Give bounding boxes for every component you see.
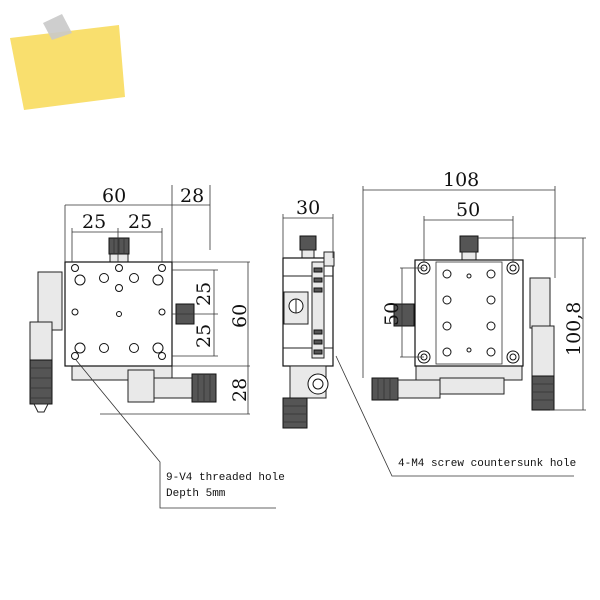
- note-countersunk: 4-M4 screw countersunk hole: [398, 458, 576, 470]
- side-rail-marks: [313, 267, 323, 355]
- top-right-bracket: [529, 277, 551, 329]
- front-left-barrel: [29, 321, 53, 363]
- front-dim-half-right: 25: [128, 211, 152, 233]
- front-dim-half-left: 25: [82, 211, 106, 233]
- front-dim-height: 60: [229, 304, 251, 328]
- top-left-knob: [371, 377, 399, 401]
- front-view: 60 28 25 25 60 25 25 28: [29, 185, 251, 415]
- front-dim-lower: 25: [193, 324, 215, 348]
- side-top-knob: [299, 235, 317, 251]
- front-bottom-barrel: [153, 377, 197, 399]
- note-threaded-hole-line1: 9-V4 threaded hole: [166, 472, 285, 484]
- side-top-neck: [301, 249, 315, 259]
- front-dim-upper: 25: [193, 282, 215, 306]
- front-left-bracket: [37, 271, 63, 331]
- front-dim-bottom: 28: [229, 378, 251, 402]
- top-left-barrel: [397, 379, 441, 399]
- top-view: 108 50 50 100,8: [362, 169, 586, 411]
- top-countersunk-holes: [417, 261, 520, 364]
- top-top-knob: [459, 235, 479, 253]
- top-dim-hole-spacing-y: 50: [381, 302, 403, 326]
- front-dimensions: [64, 185, 250, 415]
- sticky-note: [10, 14, 125, 110]
- sticky-note-paper: [10, 25, 125, 110]
- side-right-tab: [323, 251, 335, 267]
- top-side-knob: [393, 303, 415, 327]
- top-dimensions: [362, 186, 586, 411]
- top-dim-hole-spacing-x: 50: [456, 199, 480, 221]
- top-bottom-block: [439, 377, 505, 395]
- top-right-knob: [531, 375, 555, 411]
- note-threaded-hole-line2: Depth 5mm: [166, 488, 226, 500]
- front-dim-width: 60: [102, 185, 126, 207]
- sticky-note-tape: [43, 14, 72, 40]
- callout-countersunk: 4-M4 screw countersunk hole: [335, 355, 576, 477]
- front-dim-offset: 28: [180, 185, 204, 207]
- front-threaded-holes: [71, 264, 166, 360]
- side-dim-width: 30: [296, 197, 320, 219]
- front-left-knob: [29, 359, 53, 405]
- front-lower-block: [127, 369, 155, 403]
- callout-threaded-hole: 9-V4 threaded hole Depth 5mm: [75, 359, 285, 509]
- top-dim-total-width: 108: [443, 169, 479, 191]
- top-dim-total-height: 100,8: [563, 302, 585, 356]
- side-bottom-knob: [282, 397, 308, 429]
- side-view: 30: [282, 197, 335, 429]
- top-right-barrel: [531, 325, 555, 377]
- top-mounting-holes: [442, 269, 496, 357]
